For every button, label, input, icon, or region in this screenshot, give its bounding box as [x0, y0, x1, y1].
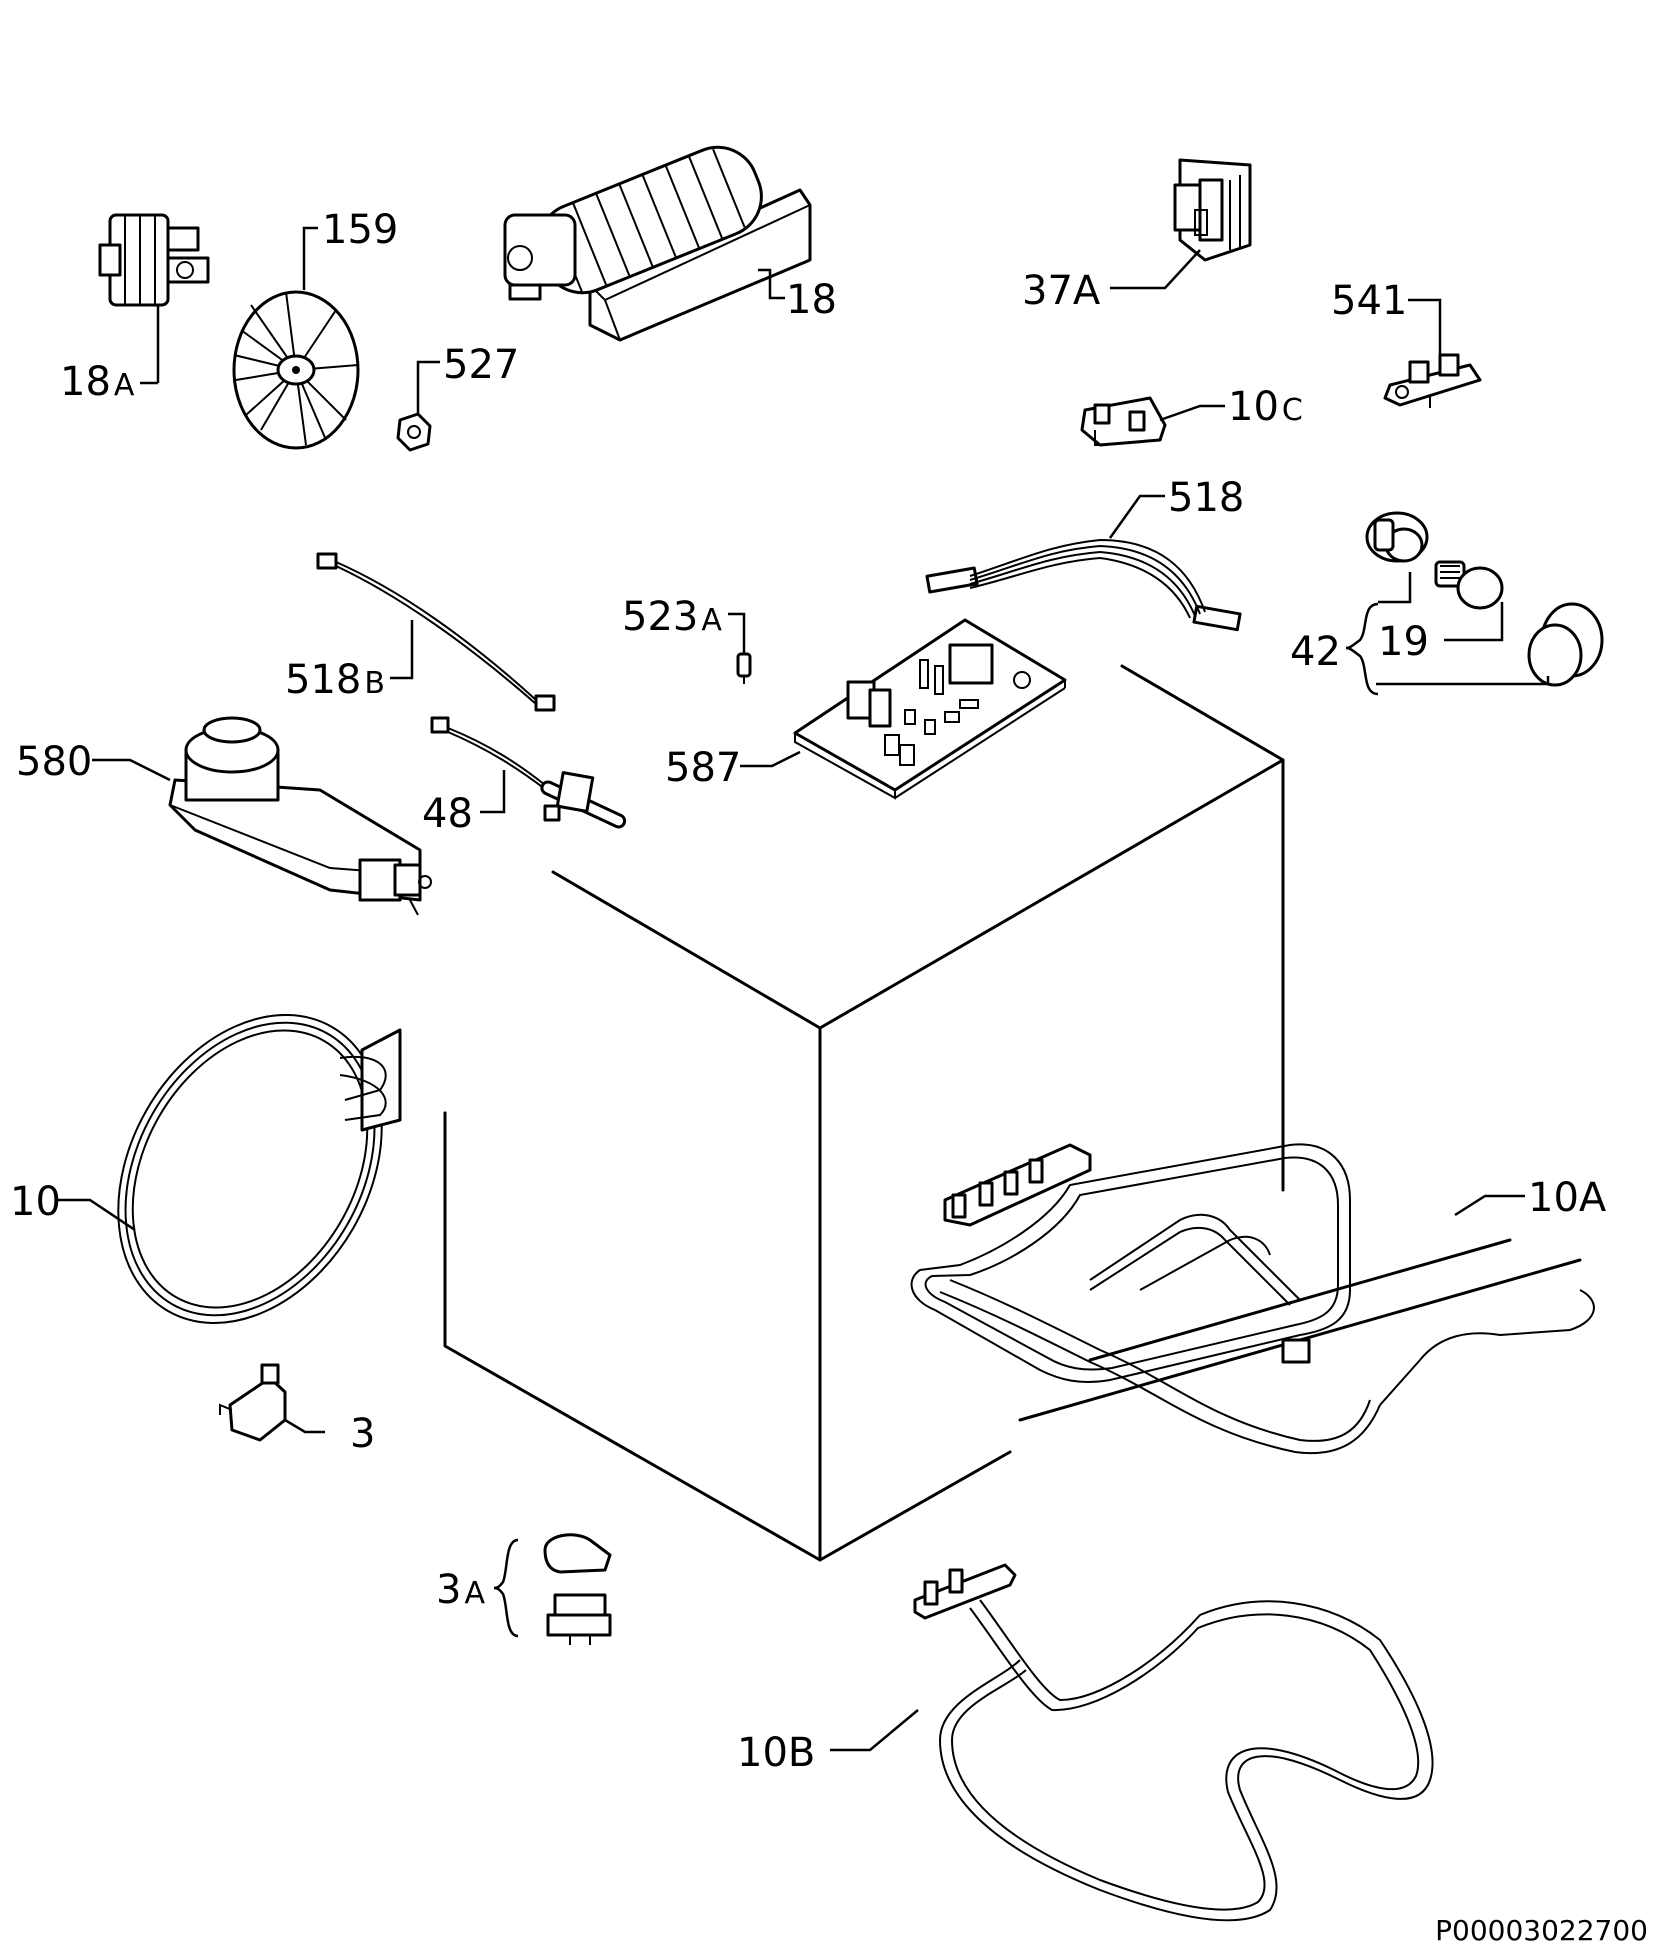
label-518: 518 — [1168, 475, 1244, 521]
part-10a-grill-element — [910, 1143, 1595, 1455]
part-159-fan-blade — [232, 290, 360, 450]
part-10-circular-heating-element — [117, 1014, 402, 1324]
label-48: 48 — [422, 791, 473, 837]
label-587: 587 — [665, 745, 741, 791]
label-19: 19 — [1378, 619, 1429, 665]
label-10b: 10B — [737, 1730, 815, 1776]
part-541-connector — [1383, 353, 1482, 408]
part-18a-motor — [98, 213, 210, 385]
label-10: 10 — [10, 1179, 61, 1225]
part-580-motor-assembly — [168, 716, 432, 916]
part-518b-wire — [316, 552, 556, 712]
part-18-tangential-fan — [503, 145, 812, 342]
part-42-lamp-lens — [1527, 602, 1604, 687]
part-523a-sensor — [736, 652, 752, 684]
part-587-circuit-board — [793, 618, 1067, 800]
label-10a: 10A — [1528, 1175, 1607, 1221]
part-19-lamp-bulb — [1434, 560, 1504, 610]
oven-cavity-box — [443, 664, 1285, 1562]
part-3-thermostat — [219, 1363, 287, 1442]
label-541: 541 — [1331, 278, 1407, 324]
part-42-lamp-holder — [1365, 511, 1429, 563]
label-3: 3 — [350, 1411, 375, 1457]
part-10b-bottom-element — [913, 1563, 1434, 1922]
label-159: 159 — [322, 207, 398, 253]
drawing-reference-code: P00003022700 — [1435, 1914, 1648, 1947]
label-527: 527 — [443, 342, 519, 388]
label-18: 18 — [786, 277, 837, 323]
part-48-probe — [430, 716, 627, 829]
label-37a: 37A — [1022, 268, 1101, 314]
part-527-nut — [396, 412, 432, 452]
part-10c-bracket — [1080, 396, 1167, 447]
part-518-ribbon-cable — [925, 538, 1242, 632]
part-37a-door-switch — [1173, 158, 1252, 262]
part-3a-thermostat-parts — [493, 1533, 612, 1645]
label-580: 580 — [16, 739, 92, 785]
bracket-42 — [1345, 572, 1550, 696]
label-42: 42 — [1290, 629, 1341, 675]
